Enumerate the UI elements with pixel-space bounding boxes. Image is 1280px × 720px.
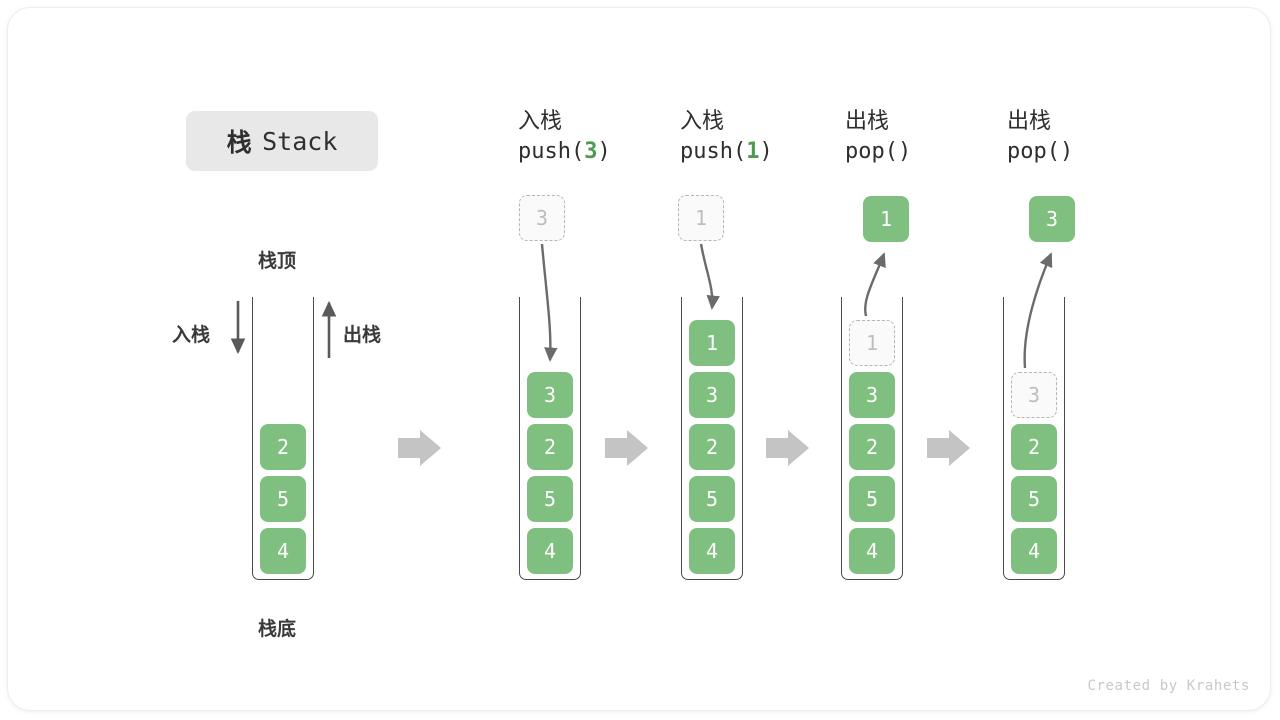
stack-top-label: 栈顶 — [258, 251, 297, 272]
pop-direction-label: 出栈 — [343, 325, 382, 346]
call-prefix: pop( — [845, 139, 898, 164]
stack-cell: 2 — [260, 424, 306, 470]
column-header-push-3: 入栈 push(3) — [518, 106, 668, 168]
stack-cell: 4 — [1011, 528, 1057, 574]
title-english: Stack — [262, 126, 338, 156]
stack-cell: 5 — [849, 476, 895, 522]
watermark-credit: Created by Krahets — [1087, 678, 1250, 694]
stack-cell: 2 — [1011, 424, 1057, 470]
column-header-line2: push(1) — [680, 136, 830, 168]
stack-cell: 5 — [527, 476, 573, 522]
column-header-pop-1: 出栈 pop() — [845, 106, 995, 168]
diagram-title-chip: 栈 Stack — [186, 111, 378, 171]
stack-cell: 1 — [689, 320, 735, 366]
column-header-line2: pop() — [1007, 136, 1157, 168]
stack-cell: 4 — [527, 528, 573, 574]
call-suffix: ) — [897, 139, 912, 164]
stack-cell: 2 — [527, 424, 573, 470]
stack-container-push-1 — [681, 297, 743, 580]
column-header-push-1: 入栈 push(1) — [680, 106, 830, 168]
title-chinese: 栈 — [226, 129, 253, 157]
call-prefix: pop( — [1007, 139, 1060, 164]
call-suffix: ) — [759, 139, 773, 164]
stack-cell: 3 — [689, 372, 735, 418]
call-argument: 3 — [584, 139, 598, 164]
column-header-line1: 出栈 — [845, 108, 890, 133]
popped-cell: 1 — [863, 196, 909, 242]
popped-cell: 3 — [1029, 196, 1075, 242]
stack-container-initial — [252, 297, 314, 580]
stack-cell: 5 — [1011, 476, 1057, 522]
stack-container-pop-2 — [1003, 297, 1065, 580]
column-header-line1: 入栈 — [518, 108, 563, 133]
stack-cell: 4 — [260, 528, 306, 574]
stack-cell: 2 — [849, 424, 895, 470]
call-suffix: ) — [597, 139, 611, 164]
stack-cell: 3 — [849, 372, 895, 418]
stack-cell: 5 — [260, 476, 306, 522]
call-suffix: ) — [1059, 139, 1074, 164]
call-prefix: push( — [680, 139, 747, 164]
column-header-pop-2: 出栈 pop() — [1007, 106, 1157, 168]
stack-cell-ghost: 1 — [849, 320, 895, 366]
ghost-cell-incoming: 3 — [519, 195, 565, 241]
column-header-line2: pop() — [845, 136, 995, 168]
stack-cell: 3 — [527, 372, 573, 418]
stack-container-push-3 — [519, 297, 581, 580]
push-direction-label: 入栈 — [172, 325, 211, 346]
stack-bottom-label: 栈底 — [258, 619, 297, 640]
call-argument: 1 — [746, 139, 760, 164]
stack-cell: 5 — [689, 476, 735, 522]
stack-cell: 4 — [849, 528, 895, 574]
stack-container-pop-1 — [841, 297, 903, 580]
column-header-line1: 入栈 — [680, 108, 725, 133]
ghost-cell-incoming: 1 — [678, 195, 724, 241]
stack-cell-ghost: 3 — [1011, 372, 1057, 418]
column-header-line1: 出栈 — [1007, 108, 1052, 133]
call-prefix: push( — [518, 139, 585, 164]
column-header-line2: push(3) — [518, 136, 668, 168]
stack-cell: 4 — [689, 528, 735, 574]
stack-cell: 2 — [689, 424, 735, 470]
